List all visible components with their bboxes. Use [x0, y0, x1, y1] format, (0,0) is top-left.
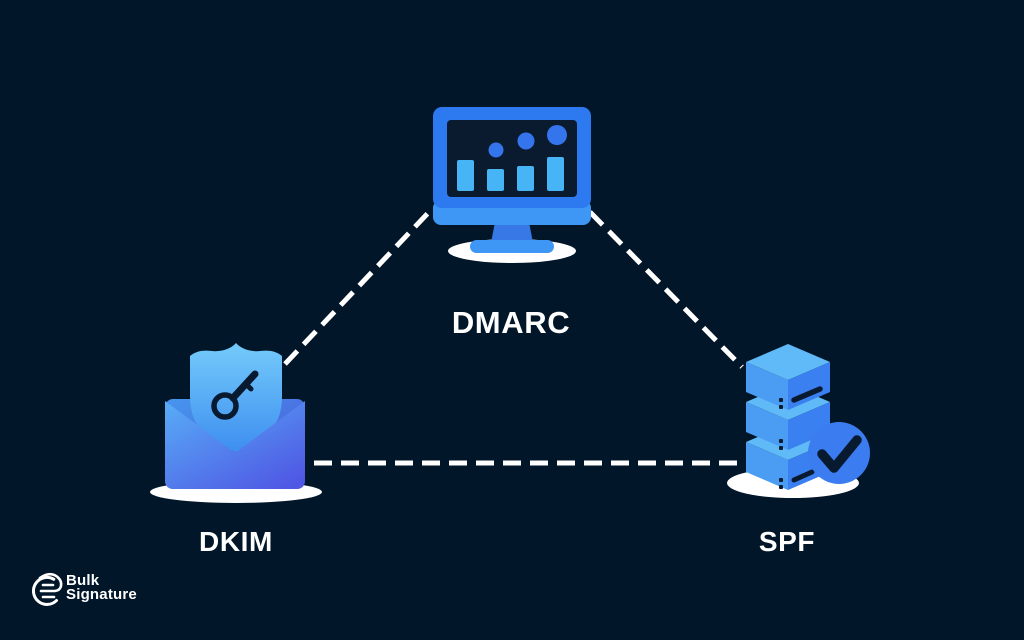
- monitor-analytics-icon: [433, 107, 591, 263]
- server-unit-top: [746, 344, 830, 410]
- connection-dmarc-spf: [588, 210, 744, 369]
- envelope-shield-key-icon: [150, 343, 322, 503]
- connection-dmarc-dkim: [283, 210, 431, 366]
- logo-text-line1: Bulk: [66, 572, 100, 589]
- bulksignature-logo: Bulk Signature: [32, 572, 137, 603]
- logo-text-line2: Signature: [66, 586, 137, 603]
- spf-label: SPF: [758, 526, 816, 557]
- dmarc-label: DMARC: [451, 305, 571, 340]
- key-icon: [211, 370, 259, 420]
- envelope-pocket: [165, 401, 305, 489]
- chart-bars: [457, 157, 564, 191]
- server-stack-check-icon: [727, 344, 870, 498]
- chart-dots: [488, 125, 567, 158]
- connections: [283, 210, 744, 466]
- checkmark-badge: [808, 422, 870, 484]
- bulksignature-logo-icon: [32, 572, 63, 606]
- dkim-label: DKIM: [199, 526, 273, 557]
- monitor-stand-base: [470, 240, 554, 253]
- monitor-screen: [447, 120, 577, 197]
